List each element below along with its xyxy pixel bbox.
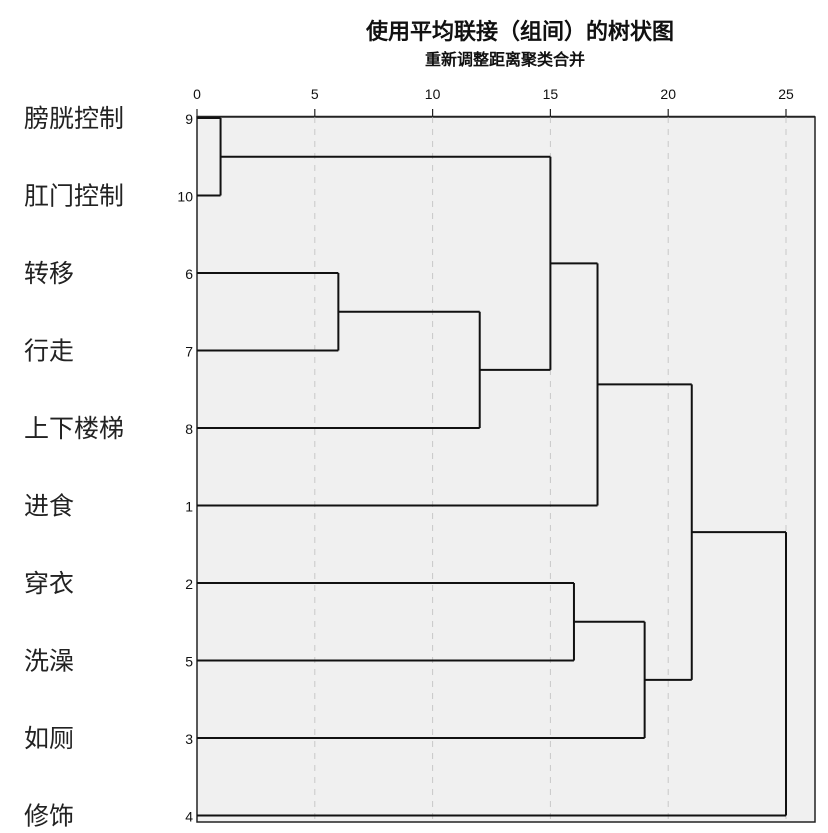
leaf-number: 7 [185, 344, 193, 360]
leaf-label: 如厕 [24, 724, 74, 753]
plot-area [196, 116, 816, 823]
x-tick-label: 15 [543, 86, 559, 102]
chart-title: 使用平均联接（组间）的树状图 [365, 19, 674, 45]
leaf-number: 5 [185, 654, 193, 670]
leaf-number: 4 [185, 809, 193, 825]
leaf-number: 8 [185, 421, 193, 437]
leaf-label: 肛门控制 [24, 182, 124, 211]
leaf-label: 上下楼梯 [24, 414, 124, 443]
leaf-number: 10 [177, 189, 193, 205]
leaf-number: 3 [185, 731, 193, 747]
x-tick-label: 0 [193, 86, 201, 102]
leaf-number: 6 [185, 266, 193, 282]
x-tick-label: 20 [660, 86, 676, 102]
leaf-label: 进食 [24, 492, 74, 521]
leaf-label: 膀胱控制 [24, 104, 124, 133]
leaf-label: 洗澡 [24, 647, 74, 676]
x-tick-label: 5 [311, 86, 319, 102]
x-tick-label: 25 [778, 86, 794, 102]
leaf-label: 转移 [24, 259, 74, 288]
x-tick-label: 10 [425, 86, 441, 102]
leaf-number: 2 [185, 576, 193, 592]
leaf-number: 9 [185, 111, 193, 127]
axis-label: 重新调整距离聚类合并 [424, 50, 585, 69]
leaf-label: 穿衣 [24, 569, 74, 598]
leaf-label: 行走 [24, 337, 74, 366]
leaf-label: 修饰 [24, 802, 74, 831]
leaf-number: 1 [185, 499, 193, 515]
